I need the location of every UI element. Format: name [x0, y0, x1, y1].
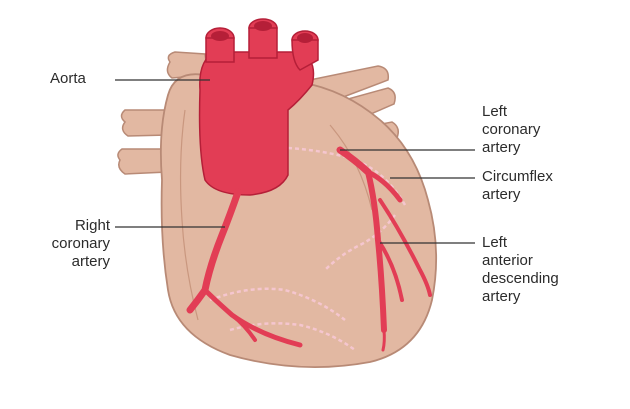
label-lad-line-3: descending	[482, 270, 559, 287]
label-left-coronary-line-3: artery	[482, 139, 521, 156]
label-lad-line-1: Left	[482, 234, 508, 251]
label-lad-line-4: artery	[482, 288, 521, 305]
cardiac-veins	[209, 146, 407, 352]
label-aorta: Aorta	[50, 70, 86, 88]
label-right-coronary-line-1: Right	[74, 217, 110, 234]
label-right-coronary-artery: Right coronary artery	[40, 217, 110, 271]
label-left-coronary-artery: Left coronary artery	[482, 103, 540, 157]
right-coronary-artery-vessel	[186, 188, 303, 348]
label-left-anterior-descending-artery: Left anterior descending artery	[482, 234, 559, 306]
aorta-openings	[211, 21, 313, 43]
label-left-coronary-line-1: Left	[482, 103, 508, 120]
label-left-coronary-line-2: coronary	[482, 121, 541, 138]
label-right-coronary-line-3: artery	[71, 253, 110, 270]
label-circumflex-line-1: Circumflex	[482, 168, 553, 185]
label-aorta-line: Aorta	[50, 70, 86, 87]
leader-lines	[115, 79, 475, 244]
label-right-coronary-line-2: coronary	[51, 235, 110, 252]
label-circumflex-artery: Circumflex artery	[482, 168, 553, 204]
label-circumflex-line-2: artery	[482, 186, 521, 203]
label-lad-line-2: anterior	[482, 252, 533, 269]
left-coronary-artery-vessel	[336, 146, 432, 352]
